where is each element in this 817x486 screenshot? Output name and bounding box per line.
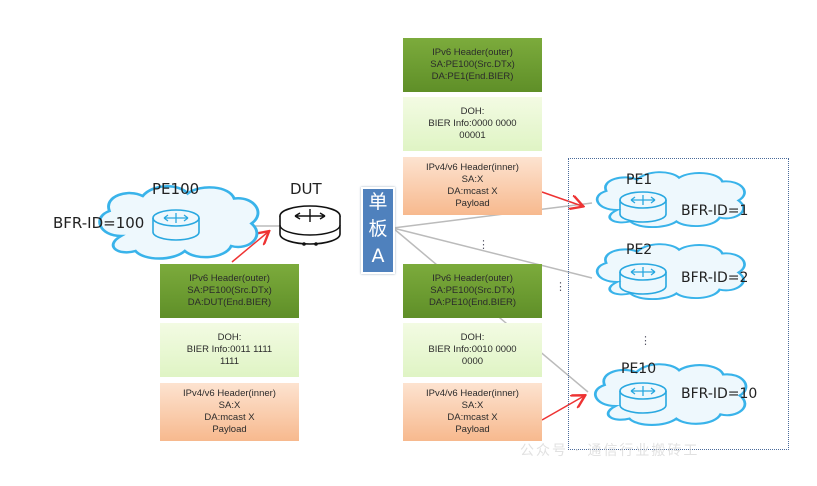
- outer-line: IPv6 Header(outer): [432, 47, 513, 58]
- doh-line: DOH:: [460, 106, 485, 117]
- pe10-bfr-id: BFR-ID=10: [681, 386, 758, 402]
- ellipsis-packet: ⋮: [555, 280, 566, 293]
- receiver-group-box: [568, 158, 789, 450]
- doh-line: BIER Info:0000 0000: [428, 118, 517, 129]
- doh-line: 00001: [459, 130, 486, 141]
- link-dut-pe1: [392, 202, 593, 229]
- outer-line: DA:PE1(End.BIER): [431, 71, 514, 82]
- doh-header: DOH: BIER Info:0011 1111 1111: [160, 323, 299, 377]
- inner-line: IPv4/v6 Header(inner): [183, 388, 276, 399]
- link-dut-pe2: [392, 227, 593, 279]
- inner-line: IPv4/v6 Header(inner): [426, 388, 519, 399]
- outer-line: IPv6 Header(outer): [432, 273, 513, 284]
- outer-ipv6-header: IPv6 Header(outer) SA:PE100(Src.DTx) DA:…: [403, 264, 542, 318]
- inner-line: Payload: [455, 424, 490, 435]
- pe100-bfr-id: BFR-ID=100: [53, 214, 145, 232]
- outer-line: SA:PE100(Src.DTx): [187, 285, 272, 296]
- inner-header: IPv4/v6 Header(inner) SA:X DA:mcast X Pa…: [160, 383, 299, 441]
- outer-ipv6-header: IPv6 Header(outer) SA:PE100(Src.DTx) DA:…: [403, 38, 542, 92]
- packet-to-pe1: IPv6 Header(outer) SA:PE100(Src.DTx) DA:…: [403, 38, 542, 215]
- doh-line: DOH:: [460, 332, 485, 343]
- doh-header: DOH: BIER Info:0000 0000 00001: [403, 97, 542, 151]
- pe2-label: PE2: [626, 242, 653, 258]
- inner-line: DA:mcast X: [447, 186, 498, 197]
- arrow-to-pe10: [541, 396, 584, 421]
- arrow-ingress: [231, 232, 268, 263]
- outer-line: DA:DUT(End.BIER): [187, 297, 272, 308]
- pe1-bfr-id: BFR-ID=1: [681, 203, 749, 219]
- arrow-to-pe1: [541, 191, 582, 206]
- doh-line: BIER Info:0011 1111: [186, 344, 273, 355]
- dut-label: DUT: [290, 180, 322, 198]
- inner-line: DA:mcast X: [447, 412, 498, 423]
- inner-header: IPv4/v6 Header(inner) SA:X DA:mcast X Pa…: [403, 157, 542, 215]
- outer-ipv6-header: IPv6 Header(outer) SA:PE100(Src.DTx) DA:…: [160, 264, 299, 318]
- board-a: 单 板 A: [361, 187, 395, 274]
- inner-line: SA:X: [461, 174, 484, 185]
- pe10-label: PE10: [621, 361, 657, 377]
- doh-line: BIER Info:0010 0000: [428, 344, 517, 355]
- pe1-label: PE1: [626, 172, 653, 188]
- outer-line: SA:PE100(Src.DTx): [430, 285, 515, 296]
- doh-line: 1111: [219, 356, 240, 367]
- doh-header: DOH: BIER Info:0010 0000 0000: [403, 323, 542, 377]
- outer-line: SA:PE100(Src.DTx): [430, 59, 515, 70]
- doh-line: DOH:: [217, 332, 242, 343]
- inner-line: DA:mcast X: [204, 412, 255, 423]
- ellipsis-link: ⋮: [478, 238, 489, 251]
- inner-line: SA:X: [218, 400, 241, 411]
- outer-line: DA:PE10(End.BIER): [428, 297, 517, 308]
- doh-line: 0000: [461, 356, 484, 367]
- board-label-char-2: 板: [368, 218, 388, 240]
- inner-line: Payload: [212, 424, 247, 435]
- watermark: 公众号 · 通信行业搬砖工: [520, 443, 700, 459]
- inner-line: Payload: [455, 198, 490, 209]
- pe100-label: PE100: [152, 180, 200, 198]
- pe2-bfr-id: BFR-ID=2: [681, 270, 749, 286]
- board-label-char-1: 单: [368, 191, 388, 213]
- packet-ingress: IPv6 Header(outer) SA:PE100(Src.DTx) DA:…: [160, 264, 299, 441]
- dut-router-icon: [279, 205, 341, 246]
- inner-header: IPv4/v6 Header(inner) SA:X DA:mcast X Pa…: [403, 383, 542, 441]
- packet-to-pe10: IPv6 Header(outer) SA:PE100(Src.DTx) DA:…: [403, 264, 542, 441]
- inner-line: SA:X: [461, 400, 484, 411]
- outer-line: IPv6 Header(outer): [189, 273, 270, 284]
- inner-line: IPv4/v6 Header(inner): [426, 162, 519, 173]
- ellipsis-receivers: ⋮: [640, 334, 651, 347]
- board-label-char-3: A: [371, 245, 385, 267]
